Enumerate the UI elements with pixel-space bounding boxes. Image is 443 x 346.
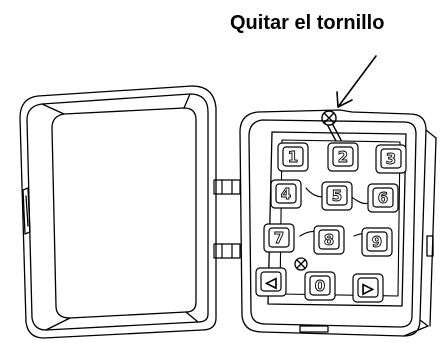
key-label: 8 bbox=[324, 231, 334, 249]
key-label: 3 bbox=[386, 150, 396, 168]
key-label: 6 bbox=[378, 189, 388, 207]
key-8[interactable]: 8 bbox=[313, 225, 345, 255]
callout-arrow bbox=[336, 55, 377, 108]
key-label: 9 bbox=[372, 233, 382, 251]
key-2[interactable]: 2 bbox=[327, 142, 359, 172]
key-left-arrow[interactable]: ◁ bbox=[255, 267, 287, 297]
key-label: 7 bbox=[274, 229, 284, 247]
key-0[interactable]: 0 bbox=[304, 271, 336, 301]
key-1[interactable]: 1 bbox=[277, 142, 309, 172]
key-right-arrow[interactable]: ▷ bbox=[352, 273, 384, 303]
key-label: 2 bbox=[338, 148, 348, 166]
key-label: 0 bbox=[315, 277, 325, 295]
left-arrow-icon: ◁ bbox=[266, 275, 277, 291]
key-label: 4 bbox=[281, 185, 291, 203]
key-4[interactable]: 4 bbox=[270, 179, 302, 209]
right-arrow-icon: ▷ bbox=[363, 281, 374, 297]
key-label: 5 bbox=[332, 187, 342, 205]
key-9[interactable]: 9 bbox=[361, 227, 393, 257]
key-label: 1 bbox=[288, 148, 298, 166]
hinge-lower bbox=[213, 243, 241, 259]
key-3[interactable]: 3 bbox=[375, 144, 407, 174]
key-7[interactable]: 7 bbox=[263, 223, 295, 253]
key-6[interactable]: 6 bbox=[367, 183, 399, 213]
key-5[interactable]: 5 bbox=[321, 181, 353, 211]
lower-screw bbox=[294, 257, 308, 271]
lid bbox=[19, 85, 217, 339]
hinge-upper bbox=[213, 179, 241, 195]
callout-label: Quitar el tornillo bbox=[230, 12, 385, 34]
top-screw bbox=[321, 110, 342, 142]
